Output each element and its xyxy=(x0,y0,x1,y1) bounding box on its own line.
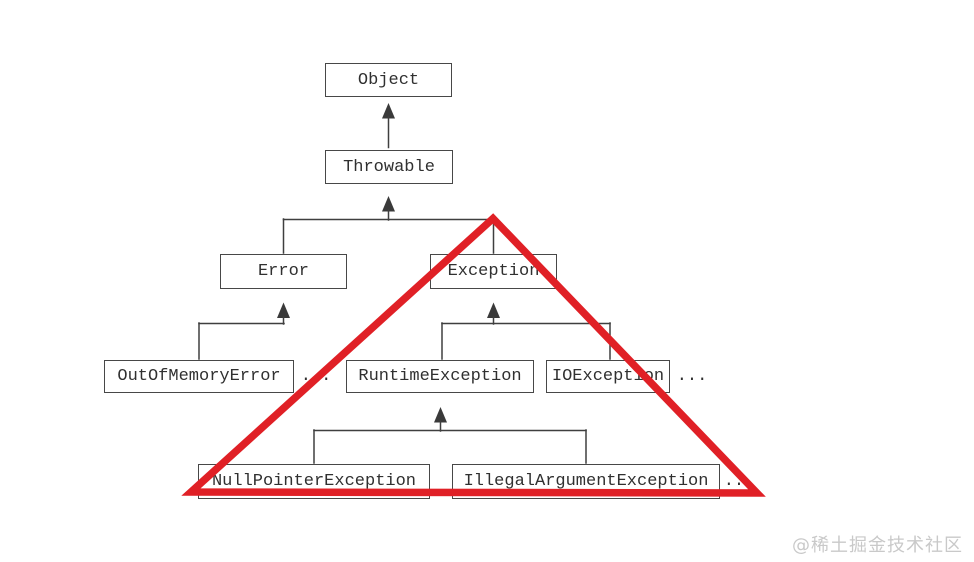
node-illegal-argument-exception: IllegalArgumentException xyxy=(452,464,720,499)
arrowhead-up-icon xyxy=(487,302,500,318)
arrowhead-up-icon xyxy=(277,302,290,318)
node-exception: Exception xyxy=(430,254,557,289)
node-object: Object xyxy=(325,63,452,97)
arrowhead-up-icon xyxy=(382,196,395,212)
ellipsis-error-siblings: ... xyxy=(300,367,332,386)
connector-throwable-to-object xyxy=(382,103,395,149)
node-runtime-exception: RuntimeException xyxy=(346,360,534,393)
connector-error-exception-to-throwable xyxy=(282,196,495,254)
connector-oom-to-error xyxy=(198,302,290,360)
node-error: Error xyxy=(220,254,347,289)
node-out-of-memory-error: OutOfMemoryError xyxy=(104,360,294,393)
ellipsis-exception-siblings: ... xyxy=(676,367,708,386)
node-null-pointer-exception: NullPointerException xyxy=(198,464,430,499)
connector-npe-iae-to-runtime xyxy=(313,407,587,464)
watermark: @稀土掘金技术社区 xyxy=(792,535,963,556)
arrowhead-up-icon xyxy=(382,103,395,119)
node-throwable: Throwable xyxy=(325,150,453,184)
connector-runtime-io-to-exception xyxy=(441,302,611,360)
ellipsis-runtime-siblings: ... xyxy=(723,472,755,491)
node-io-exception: IOException xyxy=(546,360,670,393)
arrowhead-up-icon xyxy=(434,407,447,423)
